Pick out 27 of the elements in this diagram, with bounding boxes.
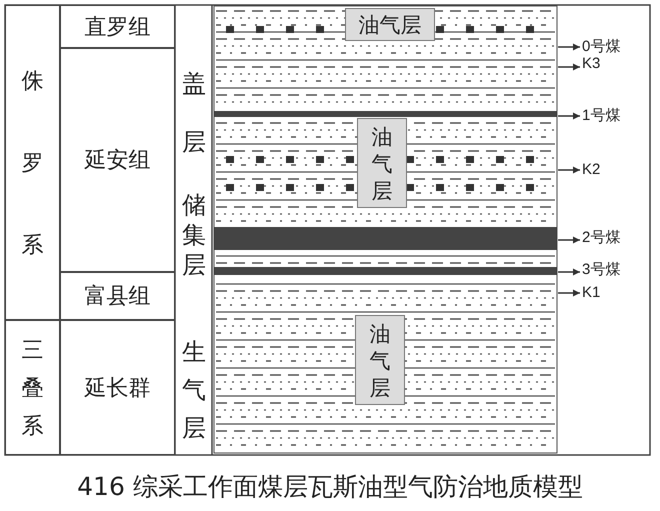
seam-label: 2号煤 bbox=[582, 230, 642, 246]
seam-label: 3号煤 bbox=[582, 262, 642, 278]
arrow bbox=[558, 268, 580, 276]
seam-label: K1 bbox=[582, 285, 642, 301]
arrow bbox=[558, 64, 580, 70]
seam-label: K2 bbox=[582, 162, 642, 178]
layer-type-label: 生气层 bbox=[181, 337, 207, 444]
seam-label: K3 bbox=[582, 56, 642, 72]
oil-gas-layer-box: 油气层 bbox=[357, 118, 407, 208]
seam-label: 0号煤 bbox=[582, 39, 642, 55]
oil-gas-layer-box: 油气层 bbox=[345, 8, 435, 41]
arrow bbox=[558, 112, 580, 120]
system-cell: 侏罗系 bbox=[5, 5, 60, 320]
arrow bbox=[558, 290, 580, 296]
formation-cell: 延安组 bbox=[60, 48, 175, 272]
seam-label: 1号煤 bbox=[582, 108, 642, 124]
layer-type-label: 储集层 bbox=[181, 190, 207, 281]
arrow bbox=[558, 236, 580, 244]
arrow bbox=[558, 166, 580, 174]
arrow bbox=[558, 44, 580, 50]
layer-type-label: 盖层 bbox=[181, 69, 207, 158]
oil-gas-layer-box: 油气层 bbox=[355, 315, 405, 405]
formation-cell: 富县组 bbox=[60, 272, 175, 320]
system-cell: 三叠系 bbox=[5, 320, 60, 455]
formation-cell: 延长群 bbox=[60, 320, 175, 455]
formation-cell: 直罗组 bbox=[60, 5, 175, 48]
caption: 416 综采工作面煤层瓦斯油型气防治地质模型 bbox=[77, 472, 583, 501]
